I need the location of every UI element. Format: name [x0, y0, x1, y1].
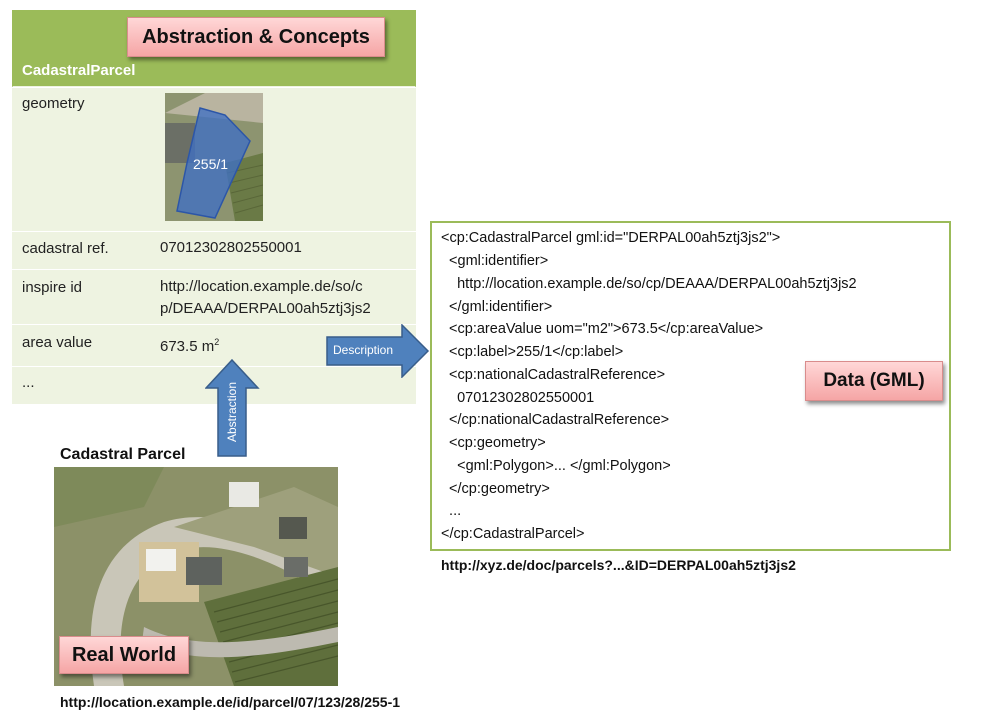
gml-line: </cp:nationalCadastralReference>: [441, 412, 670, 428]
parcel-polygon: [176, 107, 251, 219]
real-world-url[interactable]: http://location.example.de/id/parcel/07/…: [60, 694, 401, 710]
row-inspire-id: [12, 269, 416, 324]
gml-line: </gml:identifier>: [441, 299, 553, 315]
row-value-area-value: 673.5 m2: [160, 331, 219, 358]
area-unit-superscript: 2: [214, 337, 220, 347]
gml-line: http://location.example.de/so/cp/DEAAA/D…: [441, 276, 857, 292]
row-cadastral-ref: [12, 231, 416, 269]
row-label-geometry: geometry: [22, 95, 85, 112]
parcel-geometry-svg: [165, 93, 263, 221]
description-arrow: [326, 324, 430, 378]
row-label-inspire-id: inspire id: [22, 279, 83, 296]
row-label-ellipsis: ...: [22, 374, 35, 391]
gml-document-url[interactable]: http://xyz.de/doc/parcels?...&ID=DERPAL0…: [441, 557, 796, 573]
area-number: 673.5 m: [160, 338, 215, 355]
gml-line: </cp:geometry>: [441, 481, 550, 497]
abstraction-concepts-tag: Abstraction & Concepts: [127, 17, 385, 57]
row-value-cadastral-ref: 07012302802550001: [160, 239, 302, 256]
gml-line: ...: [441, 503, 462, 519]
data-gml-tag: Data (GML): [805, 361, 943, 401]
gml-line: <cp:geometry>: [441, 435, 546, 451]
gml-line: <cp:areaValue uom="m2">673.5</cp:areaVal…: [441, 321, 764, 337]
row-ellipsis: [12, 366, 416, 404]
real-world-title: Cadastral Parcel: [60, 446, 186, 463]
gml-line: </cp:CadastralParcel>: [441, 526, 585, 542]
parcel-geometry-image: [165, 93, 263, 221]
abstraction-arrow-label: Abstraction: [225, 381, 239, 443]
aerial-photo-svg: [54, 467, 338, 686]
row-value-inspire-id-line1: http://location.example.de/so/c: [160, 278, 363, 295]
gml-line: <gml:Polygon>... </gml:Polygon>: [441, 458, 671, 474]
gml-line: 07012302802550001: [441, 390, 595, 406]
gml-line: <gml:identifier>: [441, 253, 549, 269]
row-value-inspire-id-line2: p/DEAAA/DERPAL00ah5ztj3js2: [160, 300, 371, 317]
row-label-area-value: area value: [22, 334, 93, 351]
row-label-cadastral-ref: cadastral ref.: [22, 240, 109, 257]
parcel-label: 255/1: [193, 156, 229, 172]
gml-line: <cp:label>255/1</cp:label>: [441, 344, 624, 360]
real-world-tag: Real World: [59, 636, 189, 674]
abstraction-arrow: [205, 358, 260, 457]
class-name: CadastralParcel: [22, 62, 136, 79]
description-arrow-label: Description: [333, 343, 394, 357]
gml-line: <cp:nationalCadastralReference>: [441, 367, 666, 383]
gml-line: <cp:CadastralParcel gml:id="DERPAL00ah5z…: [441, 230, 781, 246]
